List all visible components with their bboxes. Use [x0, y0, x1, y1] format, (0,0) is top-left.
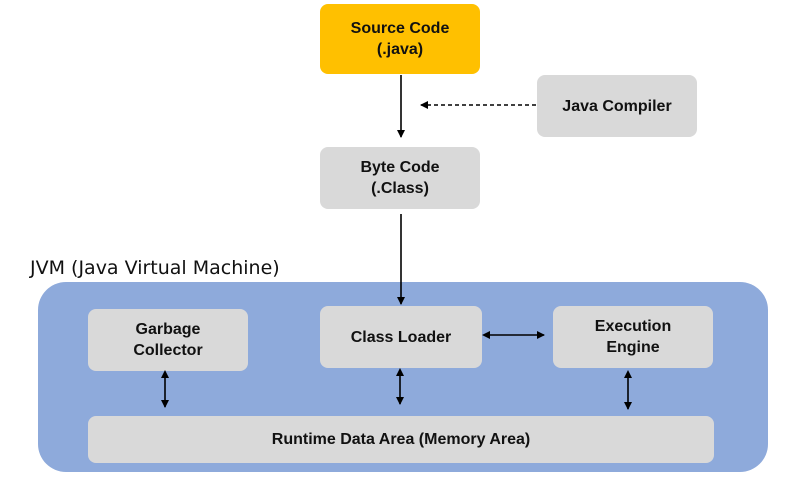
java-compiler-label: Java Compiler	[562, 97, 672, 115]
runtime-data-area-node: Runtime Data Area (Memory Area)	[88, 416, 714, 463]
class-loader-label: Class Loader	[350, 328, 452, 346]
runtime-data-area-label: Runtime Data Area (Memory Area)	[271, 431, 531, 448]
execution-engine-node: Execution Engine	[553, 306, 713, 368]
byte-code-node: Byte Code (.Class)	[320, 147, 480, 209]
source-code-title: Source Code	[350, 20, 450, 37]
byte-code-title: Byte Code	[360, 159, 440, 176]
garbage-collector-line1: Garbage	[135, 321, 201, 338]
garbage-collector-line2: Collector	[133, 342, 203, 359]
source-code-extension: (.java)	[376, 41, 424, 58]
jvm-label: JVM (Java Virtual Machine)	[30, 257, 280, 279]
execution-engine-line1: Execution	[594, 318, 672, 335]
byte-code-extension: (.Class)	[371, 180, 429, 197]
class-loader-node: Class Loader	[320, 306, 482, 368]
java-compiler-node: Java Compiler	[537, 75, 697, 137]
source-code-node: Source Code (.java)	[320, 4, 480, 74]
execution-engine-line2: Engine	[606, 339, 660, 356]
garbage-collector-node: Garbage Collector	[88, 309, 248, 371]
